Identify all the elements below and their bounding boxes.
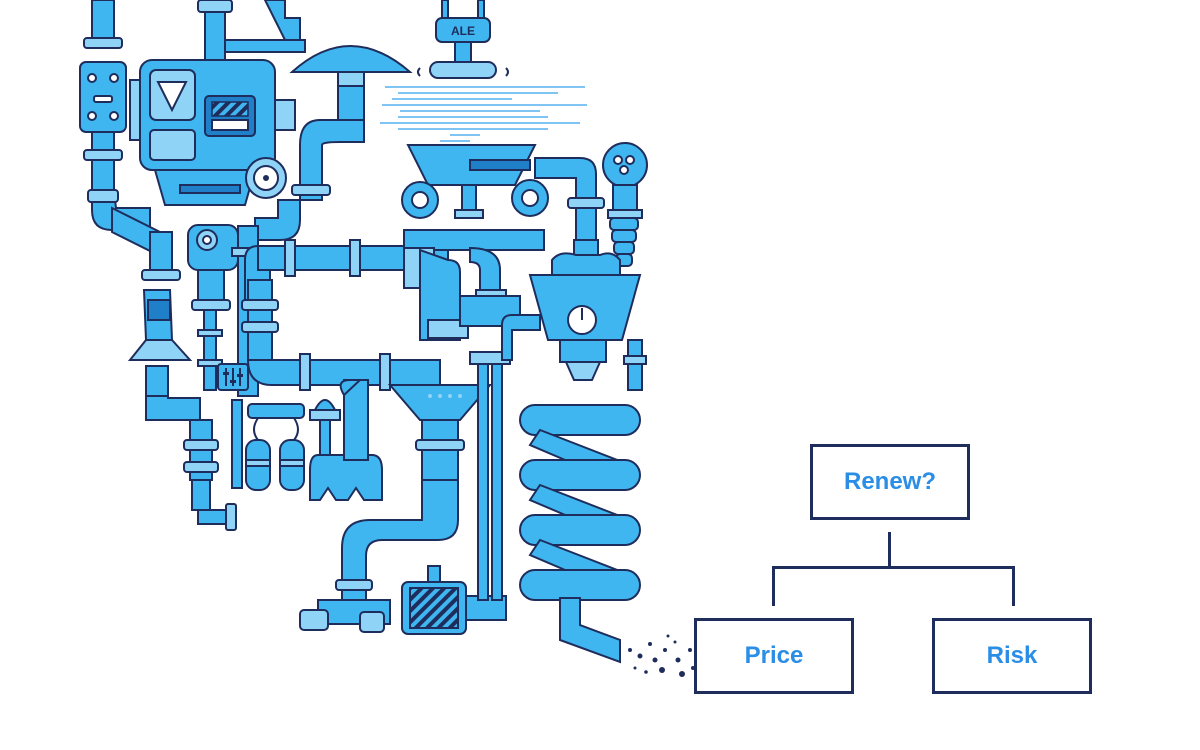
- striped-vent-icon: [204, 95, 256, 137]
- left-column-pipe: [79, 0, 237, 531]
- particle-spray: [628, 634, 695, 677]
- ale-badge-label: ALE: [451, 24, 475, 38]
- twin-tanks: [245, 403, 305, 491]
- thin-vertical-pipes: [469, 314, 541, 601]
- tree-root-node: Renew?: [810, 444, 970, 520]
- tree-connector-vertical: [888, 532, 891, 568]
- bowl-basin: [401, 144, 605, 269]
- slider-control-icon: [217, 363, 249, 391]
- tree-child-label-price: Price: [744, 642, 804, 669]
- central-funnel: [299, 384, 493, 633]
- code-stream-text: [380, 86, 587, 142]
- tree-root-label: Renew?: [843, 468, 936, 495]
- dial-icon: [567, 305, 597, 335]
- zigzag-coil: [519, 404, 641, 664]
- engine-block: [129, 0, 306, 206]
- main-pipe-network: [241, 229, 545, 391]
- gauge-icon: [245, 157, 287, 199]
- tree-connector-right: [1012, 566, 1015, 606]
- tree-child-label-risk: Risk: [986, 642, 1038, 669]
- bulb-bellows: [602, 142, 648, 267]
- tree-child-node-price: Price: [694, 618, 854, 694]
- valve-icon: [196, 229, 218, 251]
- striped-box: [401, 565, 507, 635]
- tree-connector-horizontal: [772, 566, 1015, 569]
- dome-cap: [254, 45, 413, 241]
- dial-hopper: [528, 252, 647, 391]
- tree-child-node-risk: Risk: [932, 618, 1092, 694]
- tree-connector-left: [772, 566, 775, 606]
- ale-crane-badge: ALE: [417, 0, 509, 79]
- bell-blob: [309, 379, 383, 501]
